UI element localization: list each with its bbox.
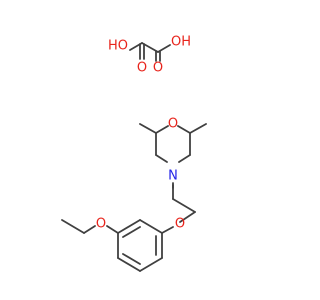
- structure-canvas: HO OH O O O: [61, 35, 207, 272]
- bond-methyl-right: [189, 123, 207, 134]
- bond-ring-c5-n: [178, 154, 191, 163]
- bond-ar-5-6-inner: [122, 226, 141, 238]
- label-ho: HO: [108, 39, 128, 54]
- morpholine-compound: O N O O: [61, 117, 207, 272]
- bond-ring-o-c6: [177, 125, 191, 134]
- bond-ch2-ch2: [172, 198, 196, 213]
- bond-ar-5-6: [117, 219, 141, 234]
- label-ring-nitrogen: N: [168, 169, 178, 184]
- bond-o-aryl: [161, 226, 174, 234]
- bond-aryl-o-ethoxy: [106, 225, 119, 234]
- bond-ch2-o: [179, 211, 196, 223]
- bond-ethoxy-o-ch2: [83, 225, 96, 234]
- label-o-lower-left: O: [137, 61, 147, 76]
- bond-methyl-left: [139, 123, 157, 134]
- bond-ring-n-c3: [155, 154, 168, 163]
- label-oh: OH: [171, 35, 191, 50]
- bond-ar-2-3: [139, 257, 163, 272]
- bond-ar-6-1: [139, 219, 163, 234]
- label-ring-oxygen: O: [168, 117, 178, 132]
- bond-ar-3-4: [117, 257, 141, 272]
- label-ethoxy-oxygen: O: [96, 217, 106, 232]
- oxalic-acid: HO OH O O: [108, 35, 191, 76]
- bond-ethoxy-ch2-ch3: [61, 219, 85, 234]
- label-ether-oxygen: O: [175, 217, 185, 232]
- bond-ar-3-4-inner: [122, 253, 141, 265]
- label-o-lower-right: O: [153, 61, 163, 76]
- bond-ring-c2-o: [155, 125, 169, 134]
